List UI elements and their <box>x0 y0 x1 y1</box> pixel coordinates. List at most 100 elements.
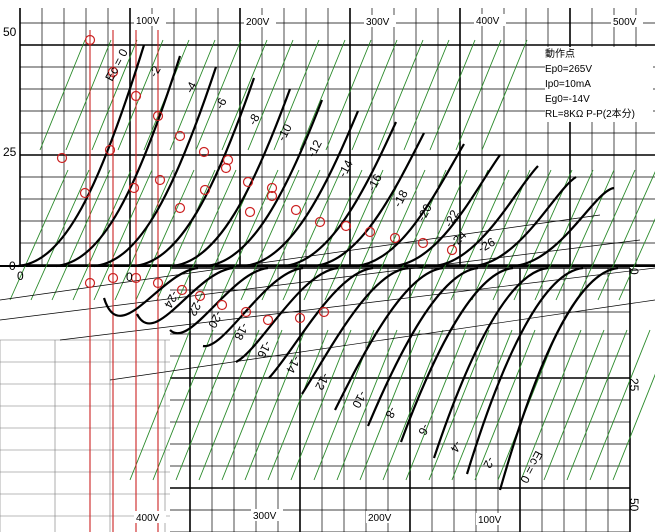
operating-marker <box>240 306 252 318</box>
operating-point-eg0: Eg0=-14V <box>545 94 590 105</box>
upper-curve <box>433 165 539 268</box>
load-line <box>221 329 283 481</box>
lower-curve <box>202 266 304 348</box>
load-line <box>221 39 268 151</box>
load-line <box>152 329 214 481</box>
load-line <box>589 329 651 481</box>
operating-marker <box>130 272 142 284</box>
operating-marker <box>128 182 140 194</box>
load-line <box>403 39 450 151</box>
load-line <box>345 169 405 301</box>
operating-marker <box>290 204 302 216</box>
upper-curve-label-2: -2 <box>146 63 164 79</box>
svg-text:200V: 200V <box>246 17 270 28</box>
operating-marker <box>340 220 352 232</box>
operating-marker <box>199 184 211 196</box>
lower-curve <box>432 266 549 459</box>
operating-point-heading: 動作点 <box>545 49 575 60</box>
load-line <box>9 169 69 301</box>
load-line <box>520 329 582 481</box>
load-line <box>597 171 655 301</box>
upper-x-tick-500v: 500V <box>611 15 643 28</box>
load-line <box>382 329 444 481</box>
load-line <box>65 39 112 151</box>
lower-curve <box>235 266 339 363</box>
upper-y-tick-50: 50 <box>3 25 17 39</box>
guide-lines <box>89 30 159 532</box>
lower-curve <box>102 266 199 317</box>
operating-marker <box>417 237 429 249</box>
upper-curve <box>243 110 360 268</box>
lower-x-tick-300v: 300V <box>251 509 283 522</box>
upper-y-tick-25: 25 <box>3 145 17 159</box>
load-line <box>543 329 605 481</box>
operating-marker <box>104 144 116 156</box>
upper-curve-label-16: -16 <box>364 171 385 193</box>
operating-marker <box>389 232 401 244</box>
load-line <box>377 39 424 151</box>
load-line <box>156 169 216 301</box>
load-line <box>240 169 300 301</box>
load-line <box>175 329 237 481</box>
lower-curve <box>268 266 374 379</box>
lower-y-tick-0: 0 <box>627 268 641 275</box>
lower-curve-label-10: -10 <box>349 389 370 411</box>
upper-curve <box>171 88 292 268</box>
upper-curve <box>93 66 218 268</box>
load-line <box>366 169 426 301</box>
lower-curve-label-2: -2 <box>480 455 498 471</box>
upper-curve-label-24: -24 <box>447 228 469 250</box>
operating-marker <box>107 66 119 78</box>
upper-x-tick-400v: 400V <box>474 14 506 27</box>
operating-point-box: 動作点 Ep0=265V Ip0=10mA Eg0=-14V RL=8KΩ P-… <box>545 47 653 122</box>
lower-curve <box>366 266 479 427</box>
load-line <box>198 329 260 481</box>
operating-marker <box>152 277 164 289</box>
curves <box>17 44 619 491</box>
upper-origin-label: 0 <box>17 269 24 283</box>
lower-curve-label-6: -6 <box>415 422 433 438</box>
operating-marker <box>152 110 164 122</box>
lower-x-tick-100v: 100V <box>476 513 508 526</box>
load-line <box>282 169 342 301</box>
upper-curve <box>55 55 182 268</box>
operating-marker <box>262 314 274 326</box>
lower-curve-label-24: -24 <box>161 289 182 311</box>
lower-curve <box>169 266 269 335</box>
operating-marker <box>176 284 188 296</box>
operating-marker <box>222 154 234 166</box>
load-line <box>428 329 490 481</box>
load-line <box>39 39 86 151</box>
upper-curve-label-22: -22 <box>441 207 462 229</box>
operating-marker <box>198 146 210 158</box>
load-line <box>273 39 320 151</box>
operating-marker <box>314 216 326 228</box>
reference-line <box>109 299 655 381</box>
upper-curve-label-12: -12 <box>304 137 325 159</box>
lower-y-tick-50: 50 <box>627 498 641 512</box>
lower-curve <box>334 266 444 411</box>
load-line <box>555 169 615 301</box>
operating-marker <box>174 202 186 214</box>
svg-text:500V: 500V <box>613 17 637 28</box>
load-line <box>455 39 502 151</box>
load-line <box>471 169 531 301</box>
operating-marker <box>174 130 186 142</box>
upper-x-tick-200v: 200V <box>244 15 276 28</box>
lower-y-tick-25: 25 <box>627 378 641 392</box>
operating-marker <box>130 90 142 102</box>
operating-marker <box>266 182 278 194</box>
load-line <box>219 169 279 301</box>
load-line <box>244 329 306 481</box>
load-line <box>481 39 528 151</box>
upper-curve <box>355 143 465 268</box>
lower-curve <box>465 266 584 475</box>
upper-x-tick-100v: 100V <box>134 14 166 27</box>
operating-marker <box>244 206 256 218</box>
operating-point-ip0: Ip0=10mA <box>545 79 591 90</box>
load-line <box>451 329 513 481</box>
operating-marker <box>84 34 96 46</box>
load-line <box>492 169 552 301</box>
load-line <box>359 329 421 481</box>
operating-marker <box>242 176 254 188</box>
